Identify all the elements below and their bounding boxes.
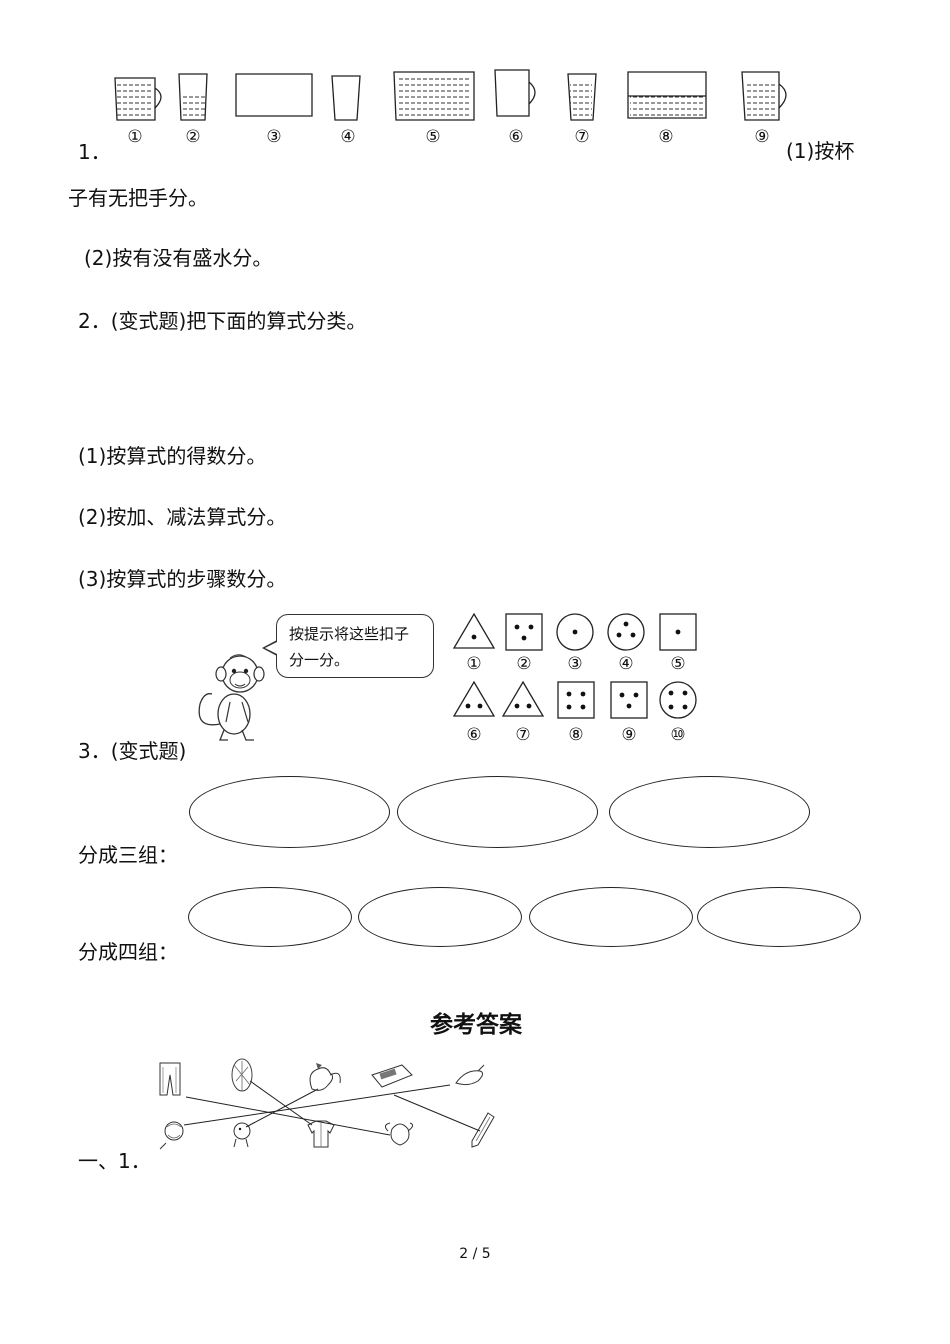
q1-number: 1． [78,140,111,164]
button-label-10: ⑩ [670,725,686,745]
group-oval-3-1[interactable] [189,776,390,848]
cup-5 [393,71,475,121]
rooster-icon [309,1063,341,1091]
button-4 [607,613,645,651]
button-label-9: ⑨ [621,725,637,745]
button-10 [659,681,697,719]
group-oval-4-1[interactable] [188,887,352,947]
cup-1 [114,77,162,121]
q3-number: 3．(变式题) [78,739,187,763]
cup-label-6: ⑥ [508,127,524,147]
pencil-case-icon [371,1064,413,1088]
button-8 [557,681,595,719]
q2-stem: 2．(变式题)把下面的算式分类。 [78,309,367,333]
button-label-6: ⑥ [466,725,482,745]
cup-9 [741,71,787,121]
matching-answer-illustration [150,1055,500,1155]
group-oval-3-3[interactable] [609,776,810,848]
cup-8 [627,71,707,119]
button-1 [452,612,496,649]
peach-icon [384,1122,414,1146]
buttons-illustration [448,610,708,725]
q2-part3: (3)按算式的步骤数分。 [78,567,287,591]
answers-title: 参考答案 [430,1012,522,1038]
cup-label-8: ⑧ [658,127,674,147]
cup-7 [567,73,597,121]
cup-label-5: ⑤ [425,127,441,147]
page-number: 2 / 5 [459,1246,491,1262]
cups-drawing [114,69,787,121]
q1-part1-end: 子有无把手分。 [68,186,208,210]
button-label-4: ④ [618,654,634,674]
monkey-illustration [190,644,272,744]
cabbage-icon [159,1121,184,1150]
button-label-1: ① [466,654,482,674]
button-7 [501,680,545,717]
button-5 [659,613,697,651]
group-oval-4-3[interactable] [529,887,693,947]
button-6 [452,680,496,717]
speech-bubble: 按提示将这些扣子分一分。 [276,614,434,678]
wheat-icon [231,1058,253,1092]
cup-4 [331,75,361,121]
four-groups-label: 分成四组： [78,940,178,964]
q2-part2: (2)按加、减法算式分。 [78,505,287,529]
button-label-8: ⑧ [568,725,584,745]
cup-label-3: ③ [266,127,282,147]
speech-bubble-tail-fill [265,642,277,654]
pants-icon [159,1062,181,1096]
button-9 [610,681,648,719]
speech-bubble-text: 按提示将这些扣子分一分。 [289,625,410,669]
q1-part1-start: (1)按杯 [786,139,855,163]
group-oval-4-4[interactable] [697,887,861,947]
cup-label-2: ② [185,127,201,147]
cup-2 [178,73,208,121]
cup-label-1: ① [127,127,143,147]
button-label-7: ⑦ [515,725,531,745]
q1-part2: (2)按有没有盛水分。 [84,246,273,270]
group-oval-4-2[interactable] [358,887,522,947]
matching-lines [183,1080,481,1136]
cups-illustration [105,64,795,154]
pen-icon [471,1112,495,1148]
eggplant-icon [455,1064,485,1086]
three-groups-label: 分成三组： [78,843,178,867]
cup-3 [235,73,313,117]
button-label-5: ⑤ [670,654,686,674]
answer-item-1: 一、1． [78,1149,151,1173]
button-2 [505,613,543,651]
cup-label-7: ⑦ [574,127,590,147]
cup-label-4: ④ [340,127,356,147]
shirt-icon [307,1120,335,1148]
cup-6 [494,69,536,117]
button-label-2: ② [516,654,532,674]
button-label-3: ③ [567,654,583,674]
q2-part1: (1)按算式的得数分。 [78,444,267,468]
button-3 [556,613,594,651]
group-oval-3-2[interactable] [397,776,598,848]
cup-label-9: ⑨ [754,127,770,147]
